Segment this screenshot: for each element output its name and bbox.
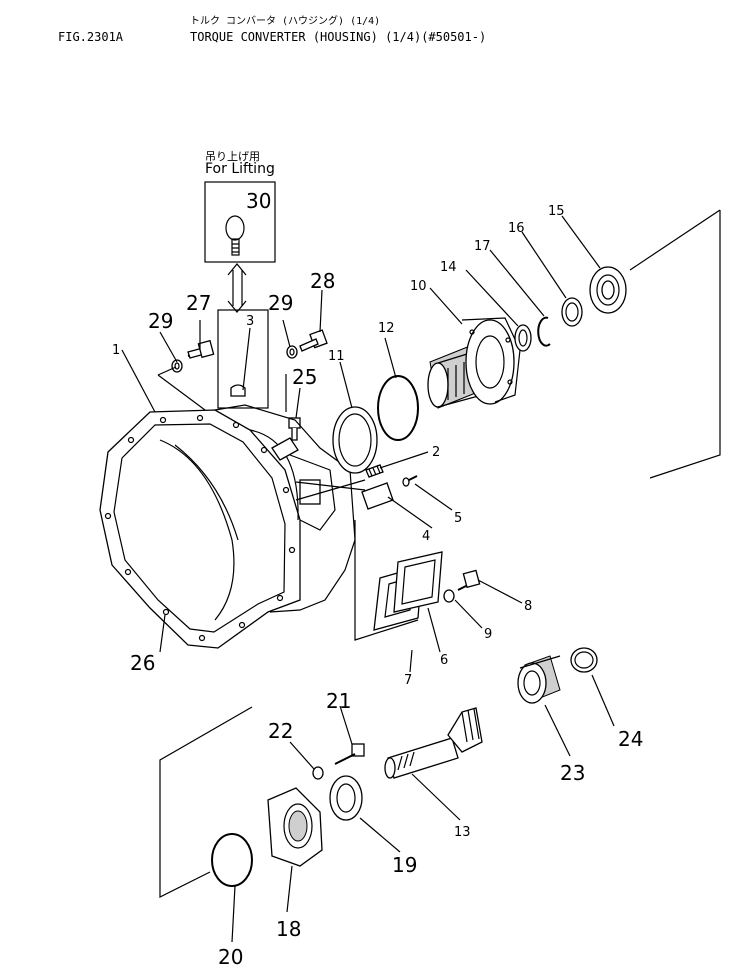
callout-7: 7 [404, 673, 412, 688]
callout-3: 3 [246, 314, 254, 329]
oring-12 [377, 375, 419, 441]
washer-29-left [171, 359, 183, 373]
callout-2: 2 [432, 445, 440, 460]
lifting-note-japanese: 吊り上げ用 [205, 150, 260, 163]
callout-9: 9 [484, 627, 492, 642]
callout-30: 30 [246, 189, 271, 213]
ring-11 [332, 406, 378, 474]
callout-25: 25 [292, 365, 317, 389]
plug-2 [365, 464, 384, 478]
callout-26: 26 [130, 651, 155, 675]
snap-ring-17 [537, 316, 551, 347]
ring-24 [570, 647, 598, 673]
callout-8: 8 [524, 599, 532, 614]
title-english: TORQUE CONVERTER (HOUSING) (1/4)(#50501-… [190, 30, 487, 44]
washer-29-right [286, 345, 298, 359]
bolt-27 [187, 339, 215, 359]
coupling-23 [517, 655, 561, 704]
housing-26 [99, 404, 356, 649]
bolt-28 [299, 329, 328, 352]
callout-labels: 1 2 3 4 5 6 7 8 9 10 11 12 13 14 15 16 1… [112, 189, 643, 966]
lifting-note-english: For Lifting [205, 161, 275, 177]
ring-14 [514, 324, 532, 352]
title-japanese: トルク コンバータ (ハウジング) (1/4) [190, 16, 381, 27]
callout-1: 1 [112, 343, 120, 358]
callout-18: 18 [276, 917, 301, 941]
cover-4 [361, 482, 394, 510]
shaft-13 [384, 707, 483, 779]
washer-9 [443, 589, 455, 603]
reference-lines [121, 209, 721, 943]
callout-17: 17 [474, 239, 491, 254]
lifting-eye-box [204, 181, 276, 263]
callout-15: 15 [548, 204, 565, 219]
callout-13: 13 [454, 825, 471, 840]
callout-23: 23 [560, 761, 585, 785]
figure-id: FIG.2301A [58, 30, 124, 44]
plug-box [217, 309, 269, 409]
callout-10: 10 [410, 279, 427, 294]
retainer-18 [267, 787, 323, 867]
callout-22: 22 [268, 719, 293, 743]
callout-20: 20 [218, 945, 243, 966]
callout-24: 24 [618, 727, 643, 751]
bolt-25 [288, 417, 301, 441]
double-arrow [227, 263, 247, 313]
seal-19 [329, 775, 363, 821]
screw-5 [402, 475, 418, 487]
bearing-15 [589, 266, 627, 314]
bolt-8 [457, 569, 481, 591]
oring-20 [211, 833, 253, 887]
callout-19: 19 [392, 853, 417, 877]
callout-11: 11 [328, 349, 345, 364]
callout-5: 5 [454, 511, 462, 526]
callout-6: 6 [440, 653, 448, 668]
callout-12: 12 [378, 321, 395, 336]
flange-shaft-10 [427, 317, 521, 409]
callout-29-left: 29 [148, 309, 173, 333]
callout-28: 28 [310, 269, 335, 293]
bolt-21 [334, 743, 365, 765]
ring-16 [561, 297, 583, 327]
callout-4: 4 [422, 529, 430, 544]
callout-14: 14 [440, 260, 457, 275]
callout-16: 16 [508, 221, 525, 236]
gasket-6 [393, 551, 443, 613]
washer-22 [312, 766, 324, 780]
callout-27: 27 [186, 291, 211, 315]
callout-21: 21 [326, 689, 351, 713]
callout-29-right: 29 [268, 291, 293, 315]
